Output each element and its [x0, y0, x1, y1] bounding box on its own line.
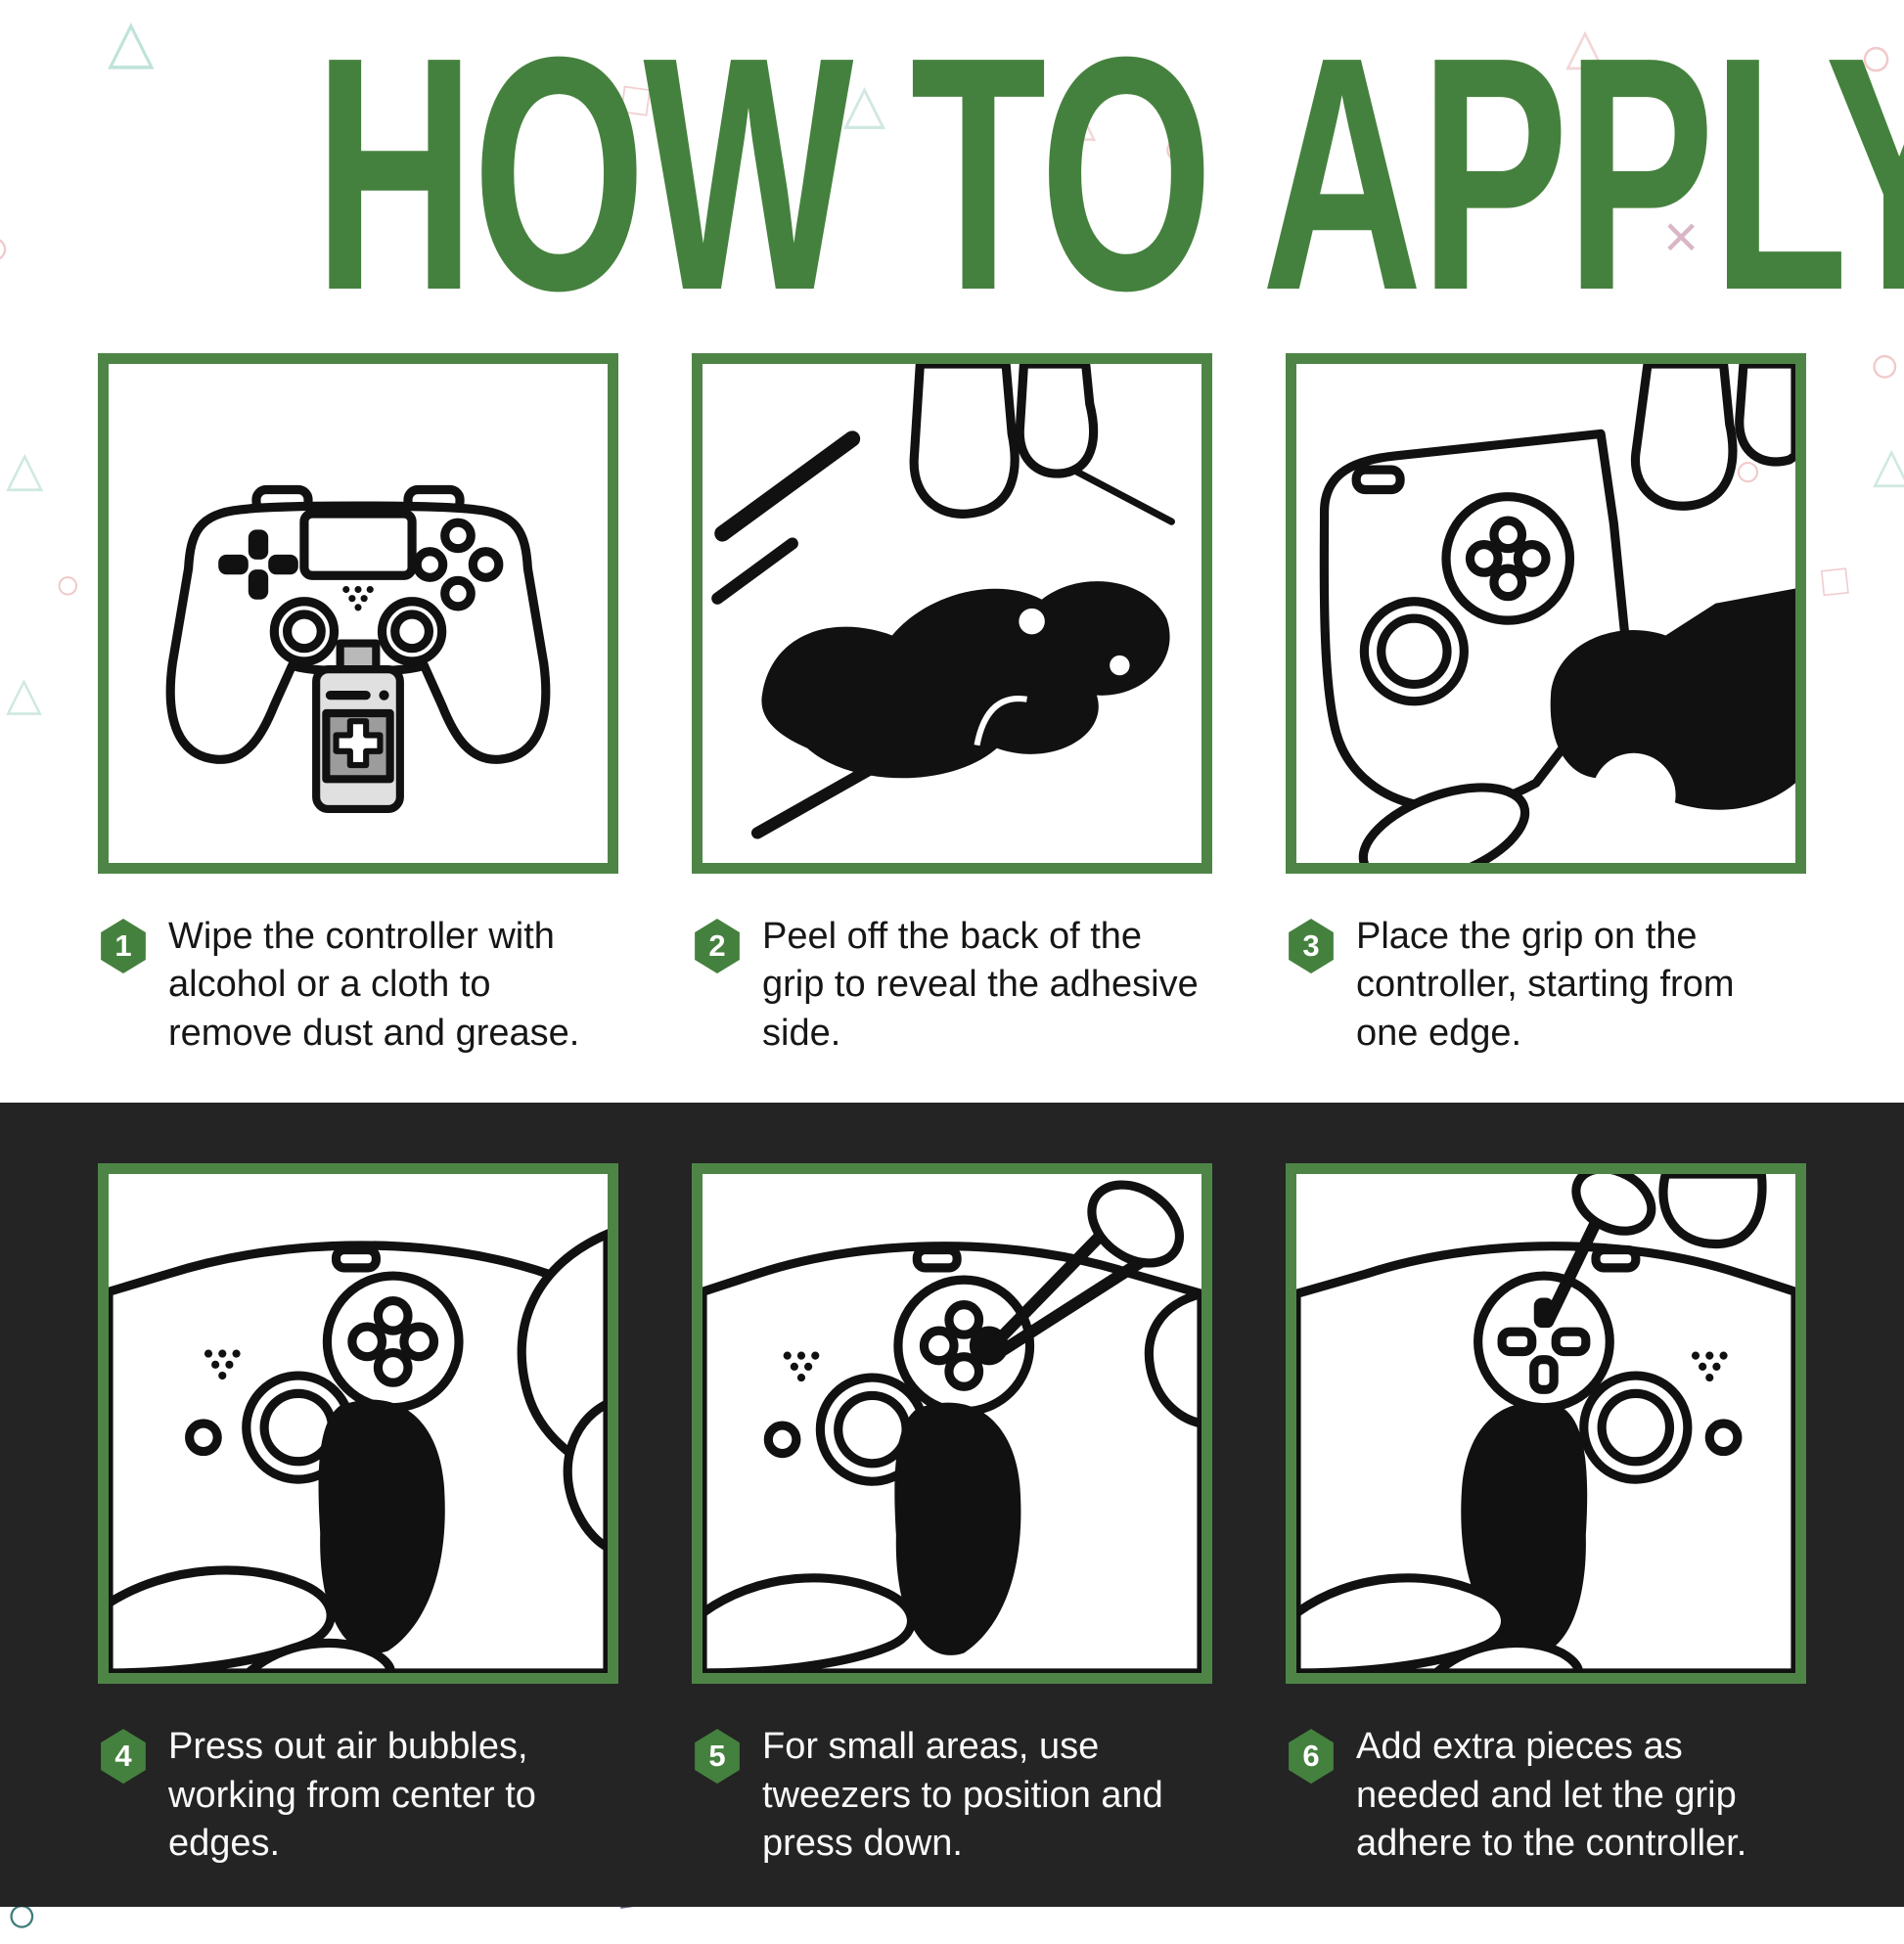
- dpad-icon: [218, 529, 298, 600]
- step-card-3: 3 Place the grip on the controller, star…: [1286, 353, 1806, 1058]
- step-card-4: 4 Press out air bubbles, working from ce…: [98, 1163, 618, 1868]
- hand-icon: [1087, 1180, 1201, 1428]
- step-4-number-badge: 4: [101, 1729, 146, 1785]
- speaker-dots-icon: [1691, 1351, 1728, 1382]
- step-6-text: Add extra pieces as needed and let the g…: [1356, 1726, 1747, 1864]
- step-5-text: For small areas, use tweezers to positio…: [762, 1726, 1163, 1864]
- alcohol-bottle-icon: [312, 639, 404, 813]
- steps-row-bottom: 4 Press out air bubbles, working from ce…: [0, 1163, 1904, 1868]
- step-card-6: 6 Add extra pieces as needed and let the…: [1286, 1163, 1806, 1868]
- hand-icon: [517, 1229, 608, 1553]
- step-5-caption: 5 For small areas, use tweezers to posit…: [692, 1723, 1212, 1868]
- speaker-dots-icon: [342, 585, 374, 611]
- step-1-image-frame: [98, 353, 618, 874]
- step-2-number-badge: 2: [695, 919, 740, 973]
- hand-icon: [1296, 1573, 1583, 1674]
- step-5-number-badge: 5: [695, 1729, 740, 1785]
- step-2-caption: 2 Peel off the back of the grip to revea…: [692, 913, 1212, 1058]
- step-1-number-badge: 1: [101, 919, 146, 973]
- hand-icon: [109, 1565, 395, 1674]
- tweezers-icon: [990, 1212, 1160, 1356]
- hand-icon: [1358, 364, 1795, 863]
- ps-triangle-icon: △: [108, 8, 155, 75]
- step-card-2: 2 Peel off the back of the grip to revea…: [692, 353, 1212, 1058]
- step-1-text: Wipe the controller with alcohol or a cl…: [168, 916, 580, 1054]
- grip-piece-icon: [1461, 1402, 1588, 1656]
- step-6-caption: 6 Add extra pieces as needed and let the…: [1286, 1723, 1806, 1868]
- step-3-image-frame: [1286, 353, 1806, 874]
- step-5-image-frame: [692, 1163, 1212, 1685]
- step-4-image-frame: [98, 1163, 618, 1685]
- step-1-caption: 1 Wipe the controller with alcohol or a …: [98, 913, 618, 1058]
- step-3-number-badge: 3: [1289, 919, 1334, 973]
- steps-section-bottom: 4 Press out air bubbles, working from ce…: [0, 1103, 1904, 1908]
- step-4-text: Press out air bubbles, working from cent…: [168, 1726, 536, 1864]
- step-6-number-badge: 6: [1289, 1729, 1334, 1785]
- step-3-text: Place the grip on the controller, starti…: [1356, 916, 1735, 1054]
- page-title: HOW TO APPLY: [314, 0, 1904, 360]
- speaker-dots-icon: [783, 1351, 820, 1382]
- ps-circle-icon: ○: [0, 221, 11, 274]
- grip-piece-icon: [318, 1399, 445, 1654]
- controller-alcohol-illustration: [165, 484, 551, 813]
- grip-piece-icon: [761, 581, 1170, 779]
- step-4-caption: 4 Press out air bubbles, working from ce…: [98, 1723, 618, 1868]
- step-2-text: Peel off the back of the grip to reveal …: [762, 916, 1199, 1054]
- speaker-dots-icon: [204, 1349, 241, 1380]
- step-card-1: 1 Wipe the controller with alcohol or a …: [98, 353, 618, 1058]
- hand-icon: [909, 364, 1099, 519]
- steps-section-top: 1 Wipe the controller with alcohol or a …: [0, 353, 1904, 1103]
- hand-icon: [703, 1573, 917, 1674]
- steps-row-top: 1 Wipe the controller with alcohol or a …: [0, 353, 1904, 1058]
- grip-piece-icon: [894, 1402, 1021, 1656]
- press-bubbles-illustration: [109, 1229, 608, 1674]
- step-3-caption: 3 Place the grip on the controller, star…: [1286, 913, 1806, 1058]
- step-6-image-frame: [1286, 1163, 1806, 1685]
- place-grip-illustration: [1319, 364, 1795, 863]
- hand-icon: [1571, 1174, 1767, 1249]
- peel-backing-illustration: [711, 364, 1175, 839]
- grip-piece-icon: [1550, 588, 1795, 810]
- step-card-5: 5 For small areas, use tweezers to posit…: [692, 1163, 1212, 1868]
- step-2-image-frame: [692, 353, 1212, 874]
- tweezers-illustration: [703, 1180, 1201, 1674]
- extra-pieces-illustration: [1296, 1174, 1795, 1674]
